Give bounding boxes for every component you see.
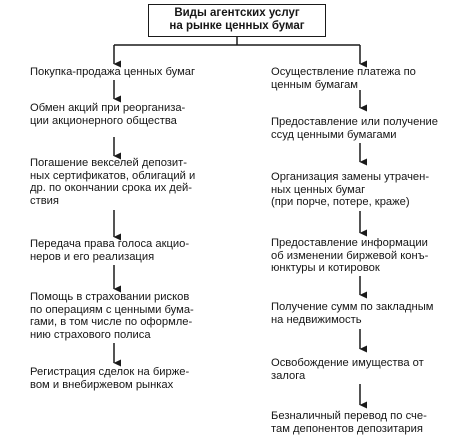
left-node-3: Погашение векселей депозит- ных сертифик… — [30, 157, 228, 207]
left-node-4-line-1: Передача права голоса акцио- — [30, 238, 190, 250]
right-node-7-line-1: Безналичный перевод по сче- — [271, 410, 427, 422]
left-node-6-line-1: Регистрация сделок на бирже- — [30, 366, 190, 378]
right-node-1: Осуществление платежа по ценным бумагам — [271, 66, 453, 91]
left-node-2: Обмен акций при реорганиза- ции акционер… — [30, 102, 228, 127]
right-node-5: Получение сумм по закладным на недвижимо… — [271, 301, 453, 326]
right-node-6-line-2: залога — [271, 369, 306, 382]
left-node-2-line-2: ции акционерного общества — [30, 114, 177, 127]
title-line-1: Виды агентских услуг — [174, 7, 300, 19]
right-node-6-line-1: Освобождение имущества от — [271, 357, 424, 369]
title-box: Виды агентских услуг на рынке ценных бум… — [148, 4, 326, 37]
left-node-5-line-1: Помощь в страховании рисков — [30, 291, 190, 303]
right-node-1-line-2: ценным бумагам — [271, 78, 358, 91]
right-node-4: Предоставление информации об изменении б… — [271, 237, 453, 275]
right-node-1-line-1: Осуществление платежа по — [271, 66, 416, 78]
left-node-3-line-3: др. по окончании срока их дей- — [30, 182, 193, 195]
right-node-4-line-1: Предоставление информации — [271, 237, 428, 249]
left-node-2-line-1: Обмен акций при реорганиза- — [30, 102, 186, 114]
right-node-4-line-3: юнктуры и котировок — [271, 262, 380, 275]
right-node-5-line-2: на недвижимость — [271, 313, 362, 326]
left-node-6-line-2: вом и внебиржевом рынках — [30, 378, 174, 391]
right-node-3-line-3: (при порче, потере, краже) — [271, 196, 410, 209]
title-line-2: на рынке ценных бумаг — [169, 20, 305, 32]
left-node-5-line-2: по операциям с ценными бума- — [30, 303, 194, 316]
left-node-1-line-1: Покупка-продажа ценных бумаг — [30, 66, 196, 78]
left-node-3-line-1: Погашение векселей депозит- — [30, 157, 188, 169]
right-node-2-line-1: Предоставление или получение — [271, 116, 438, 128]
left-node-3-line-4: ствия — [30, 194, 59, 207]
right-node-2-line-2: ссуд ценными бумагами — [271, 128, 397, 141]
right-node-2: Предоставление или получение ссуд ценным… — [271, 116, 453, 141]
left-node-5-line-3: гами, в том числе по оформле- — [30, 316, 193, 329]
right-node-3: Организация замены утрачен- ных ценных б… — [271, 171, 453, 209]
left-node-3-line-2: ных сертификатов, облигаций и — [30, 169, 196, 182]
left-node-6: Регистрация сделок на бирже- вом и внеби… — [30, 366, 228, 391]
left-node-5-line-4: нию страхового полиса — [30, 328, 151, 341]
left-node-4: Передача права голоса акцио- неров и его… — [30, 238, 228, 263]
right-node-7-line-2: там депонентов депозитария — [271, 422, 423, 435]
left-node-4-line-2: неров и его реализация — [30, 250, 155, 263]
left-node-1: Покупка-продажа ценных бумаг — [30, 66, 228, 79]
right-node-6: Освобождение имущества от залога — [271, 357, 453, 382]
right-node-5-line-1: Получение сумм по закладным — [271, 301, 434, 313]
right-node-7: Безналичный перевод по сче- там депонент… — [271, 410, 453, 435]
right-node-4-line-2: об изменении биржевой конъ- — [271, 249, 429, 262]
right-node-3-line-2: ных ценных бумаг — [271, 183, 366, 196]
left-node-5: Помощь в страховании рисков по операциям… — [30, 291, 228, 341]
right-node-3-line-1: Организация замены утрачен- — [271, 171, 430, 183]
